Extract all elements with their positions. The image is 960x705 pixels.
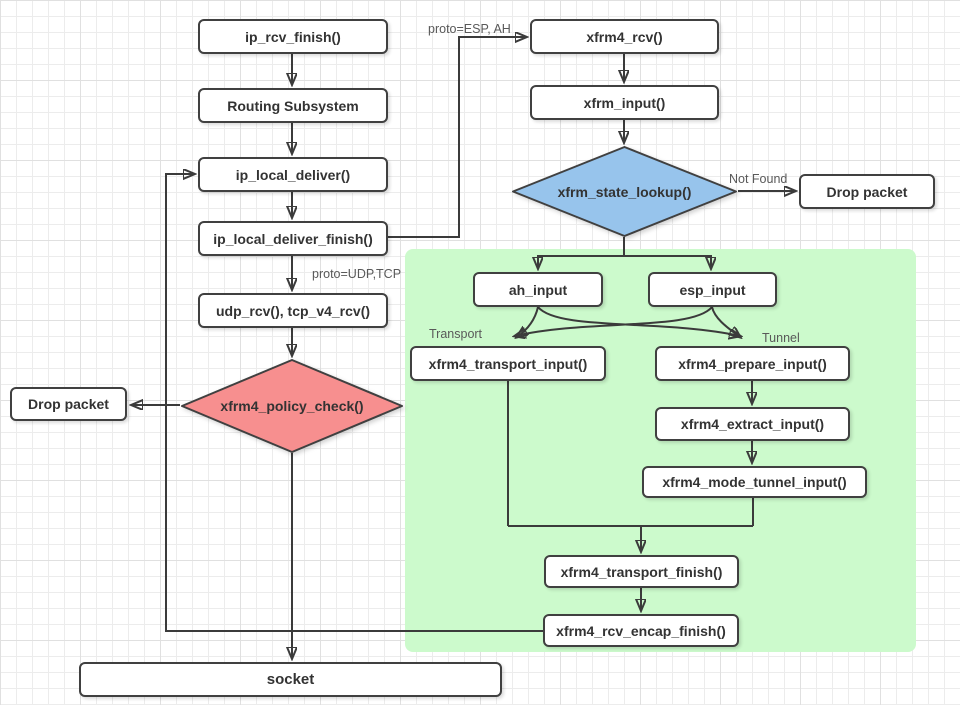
edge-espinput-transportinput <box>515 306 713 336</box>
edge-statelookup-ahinput <box>538 255 624 268</box>
node-xfrm4-transport-input[interactable]: xfrm4_transport_input() <box>410 346 606 381</box>
node-ah-input[interactable]: ah_input <box>473 272 603 307</box>
edge-ahinput-prepareinput <box>537 306 740 336</box>
node-xfrm-input[interactable]: xfrm_input() <box>530 85 719 120</box>
node-xfrm4-mode-tunnel-input[interactable]: xfrm4_mode_tunnel_input() <box>642 466 867 498</box>
decision-xfrm4-policy-check[interactable]: xfrm4_policy_check() <box>180 359 404 453</box>
node-socket[interactable]: socket <box>79 662 502 697</box>
policy-check-diamond-shape <box>181 359 403 453</box>
node-ip-local-deliver-finish[interactable]: ip_local_deliver_finish() <box>198 221 388 256</box>
node-ip-local-deliver[interactable]: ip_local_deliver() <box>198 157 388 192</box>
edge-merge-lines <box>507 381 754 527</box>
state-lookup-diamond-shape <box>512 146 737 237</box>
node-udp-rcv-tcp-v4-rcv[interactable]: udp_rcv(), tcp_v4_rcv() <box>198 293 388 328</box>
node-drop-packet-left[interactable]: Drop packet <box>10 387 127 421</box>
edge-label-tunnel: Tunnel <box>762 331 800 345</box>
edge-deliverfinish-xfrm4rcv <box>387 37 526 238</box>
decision-xfrm-state-lookup[interactable]: xfrm_state_lookup() <box>511 146 738 237</box>
policy-check-label: xfrm4_policy_check() <box>220 398 364 414</box>
edge-label-transport: Transport <box>429 327 483 341</box>
node-drop-packet-right[interactable]: Drop packet <box>799 174 935 209</box>
edge-statelookup-espinput <box>624 255 711 268</box>
edge-encapfinish-localdeliver <box>165 174 543 632</box>
edge-label-proto-esp-ah: proto=ESP, AH <box>428 22 511 36</box>
edge-label-proto-udp-tcp: proto=UDP,TCP <box>312 267 402 281</box>
node-xfrm4-extract-input[interactable]: xfrm4_extract_input() <box>655 407 850 441</box>
edge-label-not-found: Not Found <box>729 172 788 186</box>
node-routing-subsystem[interactable]: Routing Subsystem <box>198 88 388 123</box>
node-esp-input[interactable]: esp_input <box>648 272 777 307</box>
node-xfrm4-transport-finish[interactable]: xfrm4_transport_finish() <box>544 555 739 588</box>
node-ip-rcv-finish[interactable]: ip_rcv_finish() <box>198 19 388 54</box>
node-xfrm4-prepare-input[interactable]: xfrm4_prepare_input() <box>655 346 850 381</box>
node-xfrm4-rcv-encap-finish[interactable]: xfrm4_rcv_encap_finish() <box>543 614 739 647</box>
edge-espinput-prepareinput <box>711 306 740 337</box>
state-lookup-label: xfrm_state_lookup() <box>557 183 692 200</box>
node-xfrm4-rcv[interactable]: xfrm4_rcv() <box>530 19 719 54</box>
